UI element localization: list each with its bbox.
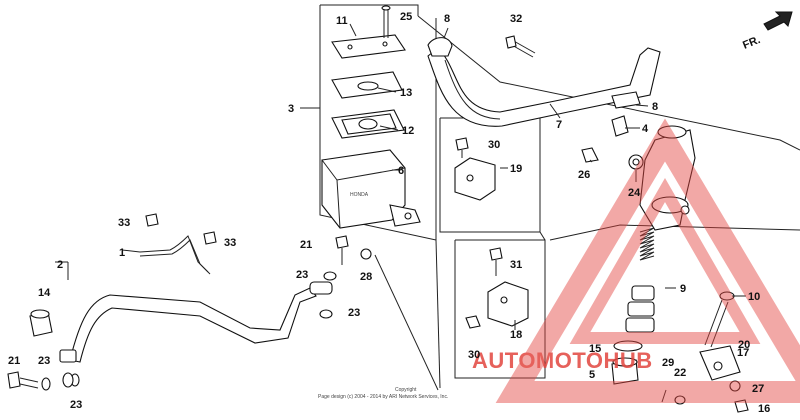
bracket-19 — [454, 137, 496, 201]
callout-11: 11 — [336, 15, 348, 27]
callout-31: 31 — [510, 259, 522, 271]
callout-33-left: 33 — [118, 217, 130, 229]
brake-hose — [7, 235, 372, 391]
reservoir-hose — [427, 35, 661, 127]
callout-30-upper: 30 — [488, 139, 500, 151]
callout-23-right: 23 — [348, 307, 360, 319]
front-direction-indicator: FR. — [741, 11, 793, 52]
copyright-line1: Copyright — [395, 387, 417, 393]
callout-27: 27 — [752, 383, 764, 395]
callout-6: 6 — [398, 165, 404, 177]
callout-32: 32 — [510, 13, 522, 25]
front-direction-label: FR. — [741, 34, 762, 52]
callout-29: 29 — [662, 357, 674, 369]
callout-30-lower: 30 — [468, 349, 480, 361]
callout-19: 19 — [510, 163, 522, 175]
callout-23-bottom: 23 — [70, 399, 82, 411]
callout-24: 24 — [628, 187, 641, 199]
watermark-logo: AUTOMOTOHUB — [472, 118, 800, 403]
callout-15: 15 — [589, 343, 601, 355]
piston-kit — [611, 227, 655, 385]
callout-21-lower: 21 — [8, 355, 20, 367]
callout-23-left: 23 — [38, 355, 50, 367]
leader-lines — [55, 23, 746, 330]
copyright-notice: Copyright Page design (c) 2004 - 2014 by… — [318, 387, 448, 400]
callout-10: 10 — [748, 291, 760, 303]
callout-5: 5 — [589, 369, 595, 381]
svg-text:HONDA: HONDA — [350, 192, 369, 198]
callout-labels: 1 2 3 4 5 6 7 8 8 9 10 11 12 13 14 15 16… — [8, 11, 770, 415]
hose-clamp — [139, 213, 217, 275]
callout-1: 1 — [119, 247, 125, 259]
callout-21-upper: 21 — [300, 239, 312, 251]
callout-8-lower: 8 — [652, 101, 658, 113]
master-cylinder — [581, 115, 696, 231]
callout-23-upper: 23 — [296, 269, 308, 281]
callout-28: 28 — [360, 271, 372, 283]
copyright-line2: Page design (c) 2004 - 2014 by ARI Netwo… — [318, 394, 448, 400]
callout-20: 20 — [738, 339, 750, 351]
callout-12: 12 — [402, 125, 414, 137]
callout-25: 25 — [400, 11, 412, 23]
callout-2: 2 — [57, 259, 63, 271]
watermark-text: AUTOMOTOHUB — [472, 348, 653, 373]
callout-16: 16 — [758, 403, 770, 415]
callout-8-top: 8 — [444, 13, 450, 25]
callout-4: 4 — [642, 123, 649, 135]
callout-18: 18 — [510, 329, 522, 341]
callout-22: 22 — [674, 367, 686, 379]
callout-9: 9 — [680, 283, 686, 295]
frame-lines — [319, 4, 800, 391]
reservoir-assembly: HONDA — [321, 5, 421, 229]
callout-3: 3 — [288, 103, 294, 115]
callout-33-right: 33 — [224, 237, 236, 249]
callout-7: 7 — [556, 119, 562, 131]
callout-14: 14 — [38, 287, 51, 299]
callout-17: 17 — [737, 347, 749, 359]
push-rod — [661, 291, 749, 413]
bracket-18 — [465, 247, 529, 329]
callout-26: 26 — [578, 169, 590, 181]
callout-13: 13 — [400, 87, 412, 99]
